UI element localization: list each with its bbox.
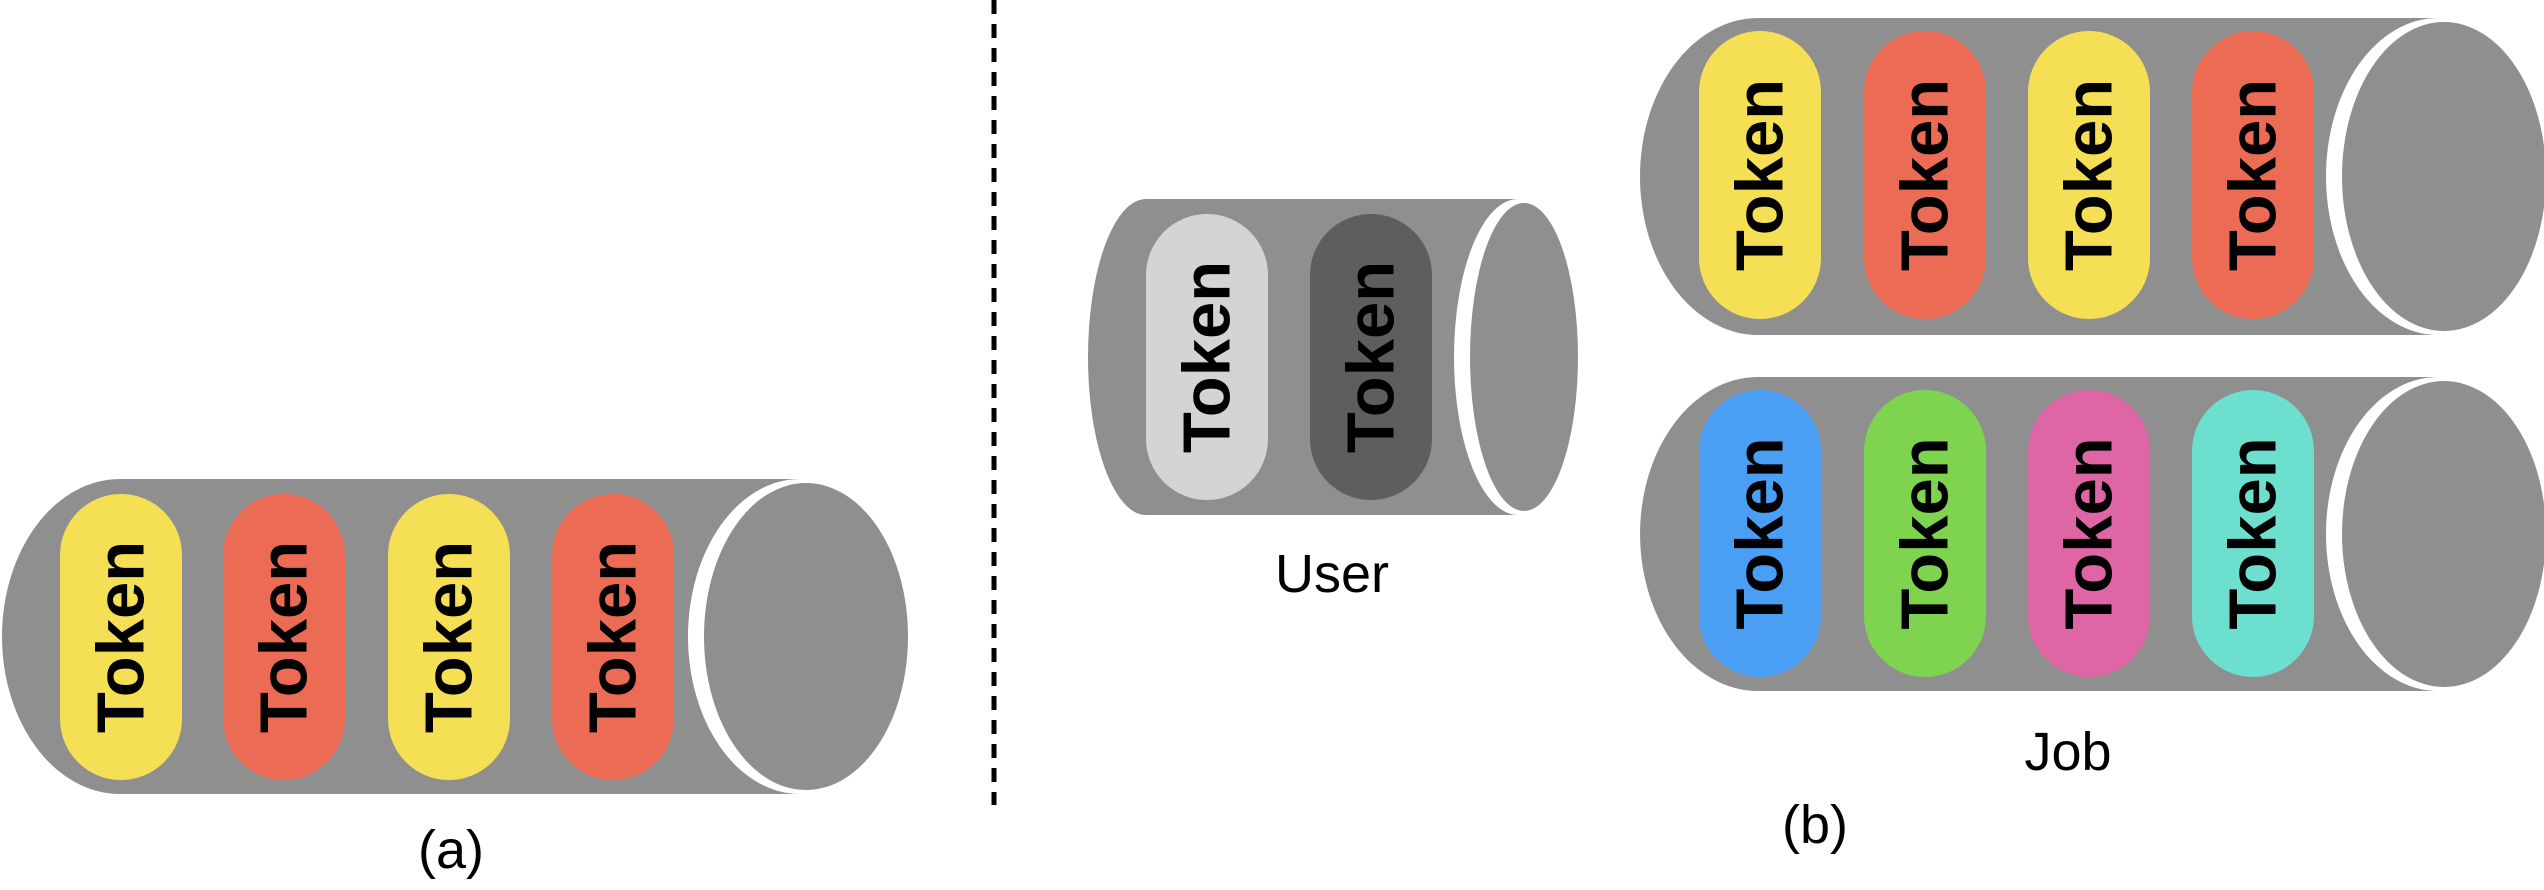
panel-a-queue: Token Token Token Token [2, 479, 912, 794]
token-pill [2192, 31, 2314, 319]
token-pill [60, 494, 182, 780]
token-label: Token [2216, 79, 2291, 271]
token-pill [2028, 390, 2150, 677]
token-label: Token [247, 541, 322, 733]
cylinder-cap [2342, 381, 2544, 687]
panel-a-caption: (a) [418, 820, 484, 880]
token-label: Token [2216, 437, 2291, 629]
token-pill [1699, 31, 1821, 319]
token-pill [2028, 31, 2150, 319]
token-pill [1864, 390, 1986, 677]
cylinder-cap [2342, 22, 2544, 331]
job-queue-top: Token Token Token Token [1640, 18, 2544, 335]
token-label: Token [1723, 437, 1798, 629]
token-label: Token [2052, 79, 2127, 271]
token-label: Token [412, 541, 487, 733]
token-label: Token [576, 541, 651, 733]
token-label: Token [2052, 437, 2127, 629]
user-label: User [1275, 544, 1389, 604]
token-label: Token [1888, 437, 1963, 629]
panel-b-caption: (b) [1782, 795, 1848, 855]
token-pill [223, 494, 345, 780]
token-label: Token [1723, 79, 1798, 271]
job-label: Job [2024, 722, 2111, 782]
token-pill [552, 494, 674, 780]
cylinder-cap [704, 483, 908, 790]
user-queue: Token Token [1088, 199, 1582, 515]
token-pill [1310, 214, 1432, 500]
job-queue-bottom: Token Token Token Token [1640, 377, 2544, 691]
token-pill [1146, 214, 1268, 500]
token-pill [1864, 31, 1986, 319]
cylinder-cap [1470, 203, 1578, 511]
token-label: Token [1888, 79, 1963, 271]
token-label: Token [84, 541, 159, 733]
token-pill [388, 494, 510, 780]
token-pill [1699, 390, 1821, 677]
token-pill [2192, 390, 2314, 677]
token-label: Token [1170, 261, 1245, 453]
token-label: Token [1334, 261, 1409, 453]
